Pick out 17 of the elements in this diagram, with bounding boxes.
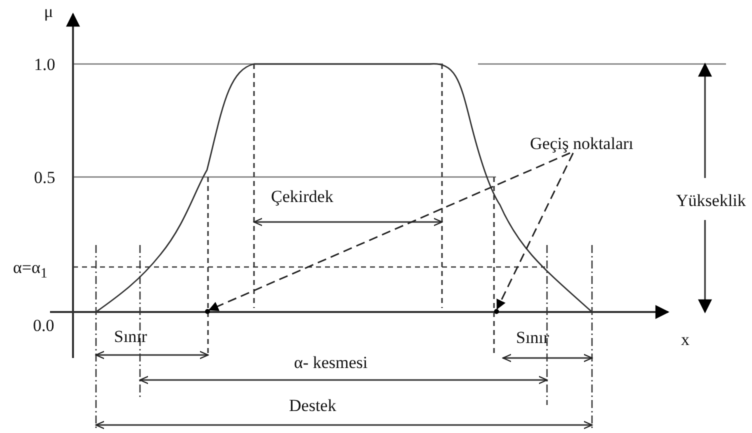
tick-label: 1.0 bbox=[34, 55, 56, 74]
axis-label: μ bbox=[44, 2, 54, 21]
tick-label: 0.5 bbox=[34, 168, 56, 187]
leader-line bbox=[496, 152, 574, 310]
dimension-label: Yükseklik bbox=[676, 191, 746, 210]
dimension-label: Destek bbox=[289, 396, 336, 415]
crossover-point bbox=[494, 308, 498, 314]
dimension-label: Sınır bbox=[516, 328, 550, 347]
leader-line bbox=[208, 152, 570, 311]
tick-label: 0.0 bbox=[33, 316, 54, 335]
callout-text: Geçiş noktaları bbox=[530, 134, 634, 153]
axis-label: x bbox=[681, 330, 690, 349]
dimension-label: Çekirdek bbox=[271, 187, 334, 206]
dimension-label: α- kesmesi bbox=[294, 353, 368, 372]
dimension-label: Sınır bbox=[114, 327, 148, 346]
tick-label: α=α$_{1}$ bbox=[13, 258, 48, 284]
crossover-point bbox=[204, 308, 210, 314]
